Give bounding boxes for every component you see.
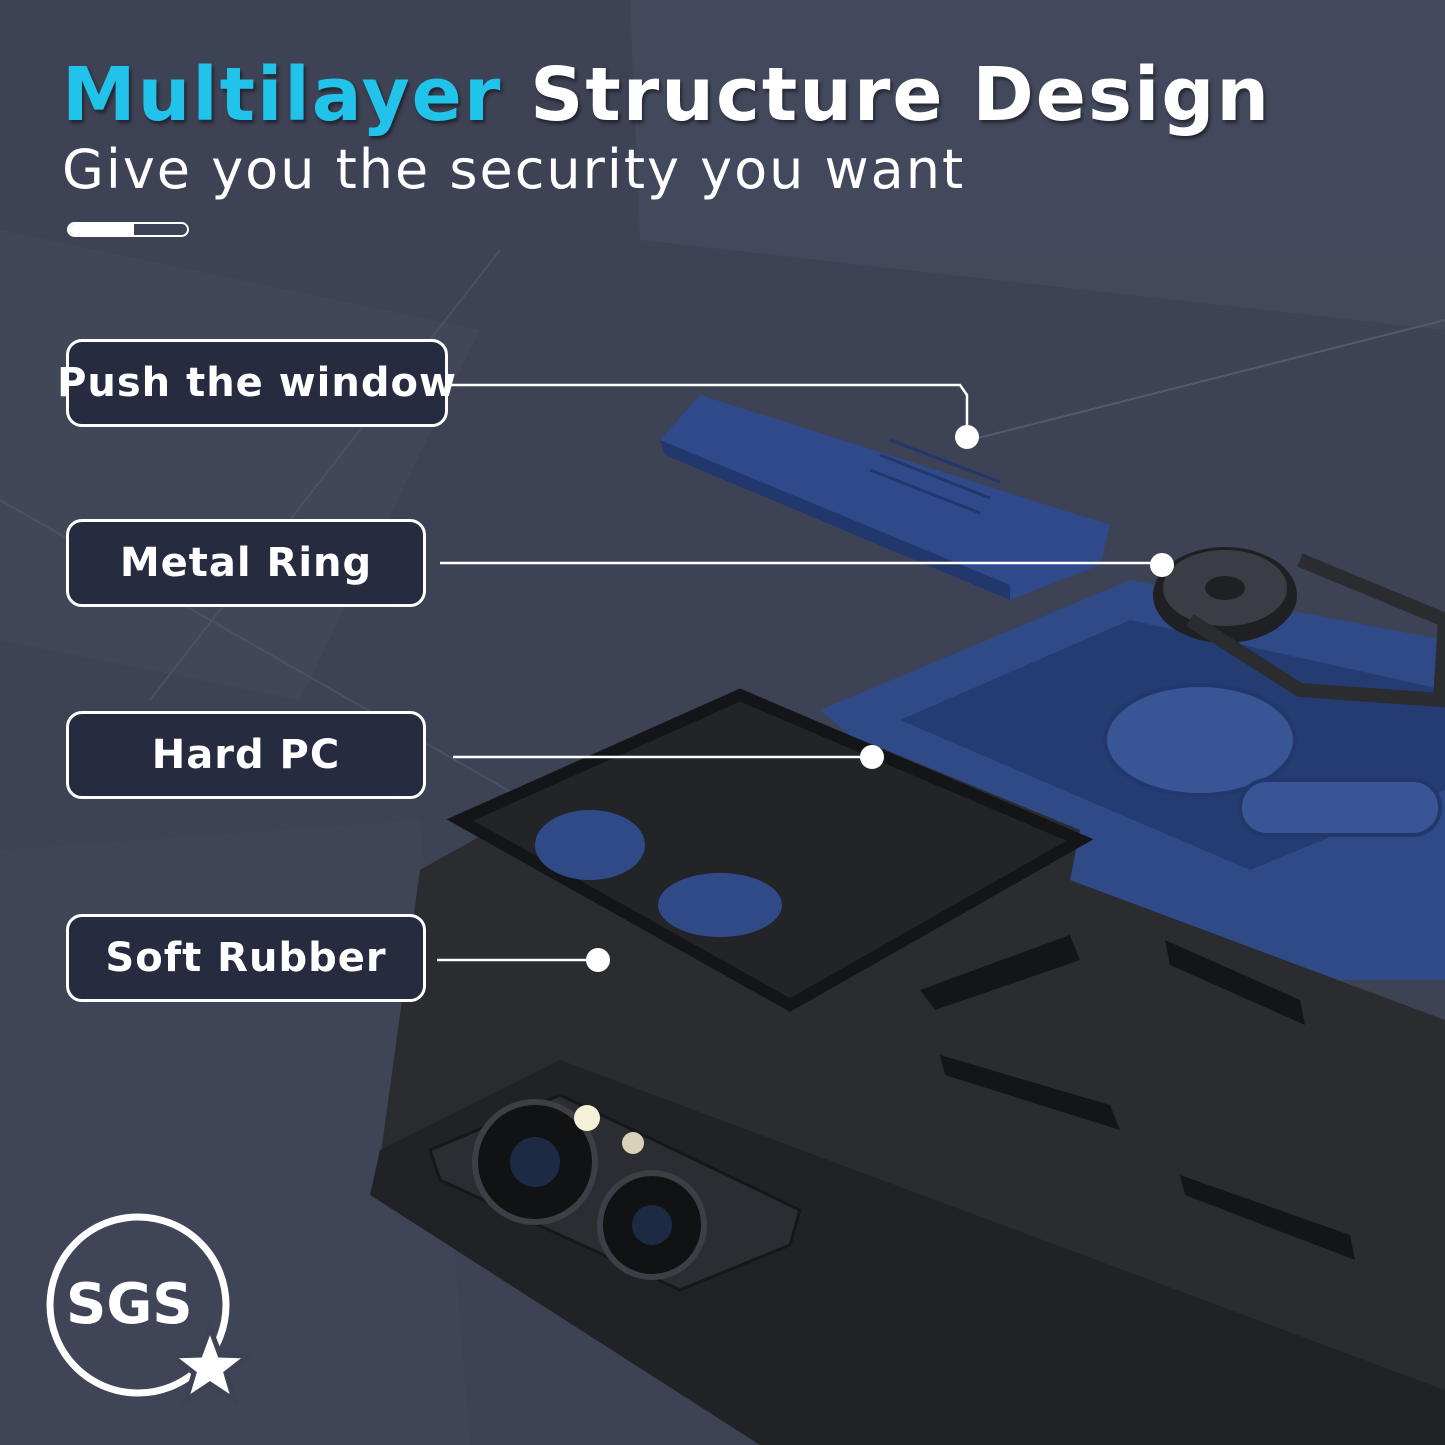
page-title: Multilayer Structure Design [62,52,1271,138]
label-metal-ring: Metal Ring [66,519,426,607]
star-icon [164,1320,256,1406]
leader-lines [437,383,1162,962]
phone-body [370,1060,1445,1445]
title-accent: Multilayer [62,52,503,138]
label-soft-rubber: Soft Rubber [66,914,426,1002]
push-window-slider [660,395,1110,600]
label-push-window: Push the window [57,339,456,427]
metal-ring [1153,547,1445,708]
leader-dots [586,425,1174,972]
sgs-badge [46,1213,256,1406]
leader-line-push-window [448,383,969,437]
decorative-progress-bar [67,222,189,237]
label-hard-pc: Hard PC [66,711,426,799]
title-rest: Structure Design [530,52,1272,138]
progress-fill [69,224,134,235]
subtitle: Give you the security you want [62,138,966,201]
sgs-badge-text: SGS [66,1272,193,1337]
